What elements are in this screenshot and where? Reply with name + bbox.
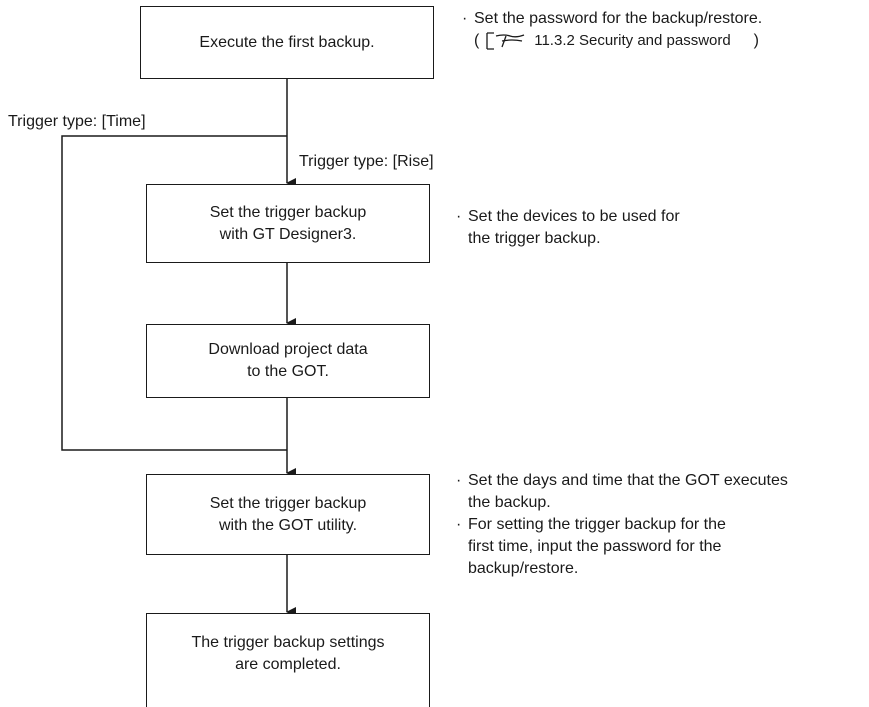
note-bullet: · bbox=[456, 516, 462, 533]
step-download-project-data: Download project data to the GOT. bbox=[146, 324, 430, 398]
note-text: backup/restore. bbox=[468, 560, 579, 577]
trigger-type-rise-label: Trigger type: [Rise] bbox=[299, 153, 434, 170]
ref-close-paren: ) bbox=[753, 32, 759, 49]
step-execute-first-backup: Execute the first backup. bbox=[140, 6, 434, 79]
note-text: Set the password for the backup/restore. bbox=[474, 10, 763, 27]
step-text: Set the trigger backup bbox=[209, 203, 367, 221]
bypass-time-trigger-path bbox=[61, 135, 287, 451]
section-reference-link[interactable]: 11.3.2 Security and password bbox=[534, 32, 731, 49]
note-step2: · Set the devices to be used for the trig… bbox=[456, 206, 680, 250]
step-text: to the GOT. bbox=[247, 363, 329, 380]
note-step1: · Set the password for the backup/restore… bbox=[462, 8, 762, 52]
note-text: first time, input the password for the bbox=[468, 538, 722, 555]
step-settings-completed: The trigger backup settings are complete… bbox=[146, 613, 430, 707]
step-text: The trigger backup settings bbox=[191, 634, 385, 651]
step-text: are completed. bbox=[235, 656, 341, 673]
step-text: with GT Designer3. bbox=[219, 225, 357, 243]
note-text: the backup. bbox=[468, 494, 551, 511]
step-text: Download project data bbox=[208, 341, 368, 358]
step-set-trigger-gt-designer: Set the trigger backup with GT Designer3… bbox=[146, 184, 430, 263]
trigger-type-time-label: Trigger type: [Time] bbox=[8, 113, 146, 130]
step-text: with the GOT utility. bbox=[218, 516, 358, 534]
ref-open-paren: ( bbox=[474, 32, 480, 49]
note-text: the trigger backup. bbox=[468, 230, 601, 247]
step-set-trigger-got-utility: Set the trigger backup with the GOT util… bbox=[146, 474, 430, 555]
note-text: Set the days and time that the GOT execu… bbox=[468, 472, 788, 489]
note-text: For setting the trigger backup for the bbox=[468, 516, 726, 533]
note-bullet: · bbox=[462, 10, 468, 27]
note-step4: · Set the days and time that the GOT exec… bbox=[456, 470, 788, 580]
manual-reference-icon bbox=[486, 32, 525, 50]
note-bullet: · bbox=[456, 472, 462, 489]
note-bullet: · bbox=[456, 208, 462, 225]
step-text: Set the trigger backup bbox=[209, 494, 367, 512]
step-text: Execute the first backup. bbox=[199, 33, 375, 51]
note-text: Set the devices to be used for bbox=[468, 208, 680, 225]
